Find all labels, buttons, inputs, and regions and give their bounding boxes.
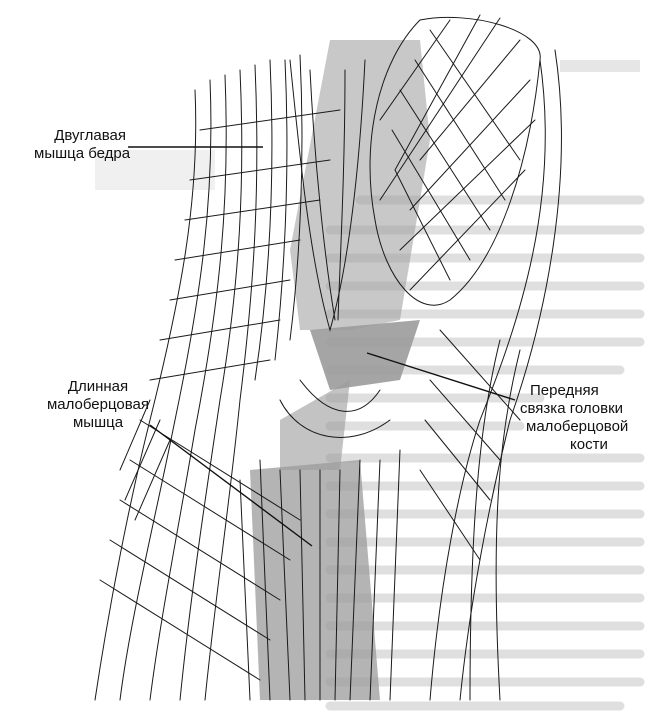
label-anterior-ligament: Передняя связка головки малоберцовой кос… (520, 382, 650, 454)
label-peroneus-line-1: Длинная (18, 378, 178, 396)
label-ligament-line-3: малоберцовой (520, 418, 650, 436)
label-biceps-line-2: мышца бедра (34, 145, 126, 163)
label-ligament-line-1: Передняя (520, 382, 650, 400)
label-ligament-line-4: кости (520, 436, 650, 454)
label-biceps-line-1: Двуглавая (34, 127, 126, 145)
label-peroneus-line-2: малоберцовая (18, 396, 178, 414)
label-peroneus-line-3: мышца (18, 414, 178, 432)
label-peroneus-longus: Длинная малоберцовая мышца (18, 378, 178, 432)
label-biceps-femoris: Двуглавая мышца бедра (34, 127, 126, 163)
label-ligament-line-2: связка головки (520, 400, 650, 418)
